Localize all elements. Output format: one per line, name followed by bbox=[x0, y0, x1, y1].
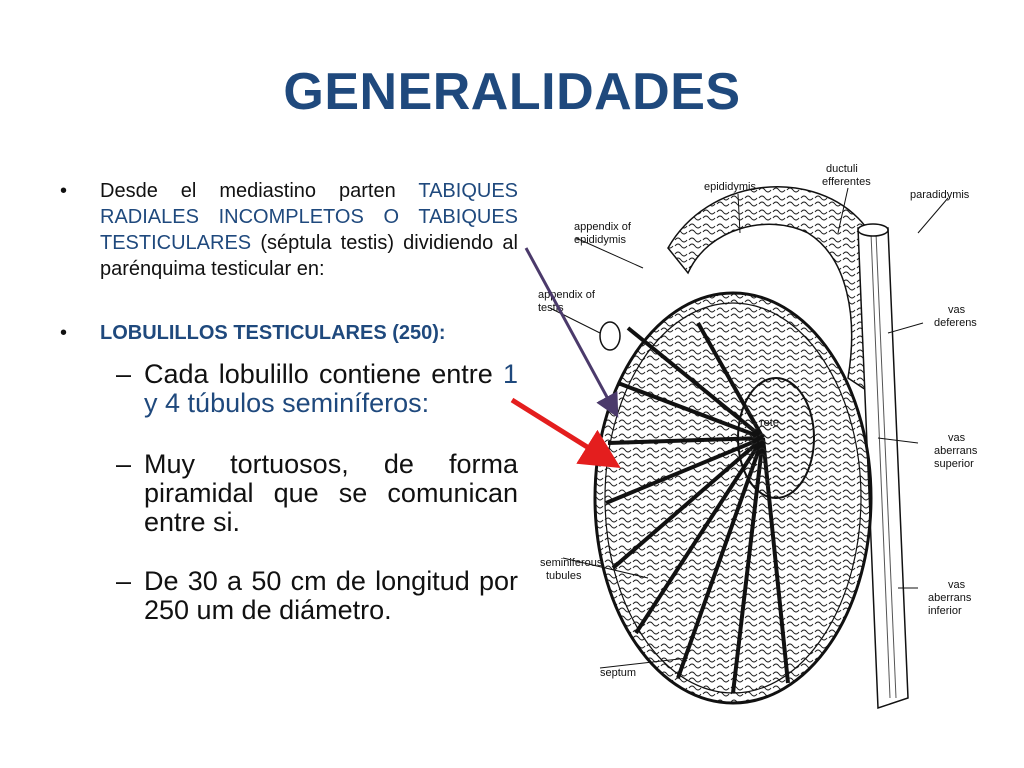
label-epididymis: epididymis bbox=[704, 181, 756, 193]
label-seminiferous-1: seminiferous bbox=[540, 557, 603, 569]
dash-marker: – bbox=[116, 449, 132, 479]
bullet-septa-text-2: (séptula testis) dividiendo al parénquim… bbox=[100, 232, 518, 280]
sub-bullet-length: – De 30 a 50 cm de longitud por 250 um d… bbox=[58, 567, 518, 625]
label-vas-deferens-2: deferens bbox=[934, 317, 977, 329]
sub-bullet-tubules-count: – Cada lobulillo contiene entre 1 y 4 tú… bbox=[58, 360, 518, 418]
bullet-septa-highlight: TABIQUES RADIALES INCOMPLETOS O TABIQUES… bbox=[100, 180, 518, 254]
label-vas-aberrans-inf-1: vas bbox=[948, 579, 966, 591]
label-vas-aberrans-sup-3: superior bbox=[934, 458, 974, 470]
dash-marker: – bbox=[116, 359, 132, 389]
text-column: • Desde el mediastino parten TABIQUES RA… bbox=[58, 178, 518, 647]
sub2-text: Muy tortuosos, de forma piramidal que se… bbox=[144, 449, 518, 537]
sub1-mid: y bbox=[144, 388, 166, 418]
label-appendix-testis-1: appendix of bbox=[538, 289, 596, 301]
sub1-post: túbulos seminíferos: bbox=[180, 388, 430, 418]
testis-body bbox=[593, 291, 873, 705]
label-appendix-epi-2: epididymis bbox=[574, 234, 626, 246]
slide-title: GENERALIDADES bbox=[283, 63, 741, 121]
red-arrow bbox=[510, 397, 621, 468]
rete-testis bbox=[737, 377, 815, 499]
label-appendix-epi-1: appendix of bbox=[574, 221, 632, 233]
label-vas-aberrans-inf-2: aberrans bbox=[928, 592, 972, 604]
purple-arrow bbox=[524, 247, 619, 418]
label-vas-aberrans-sup-2: aberrans bbox=[934, 445, 978, 457]
label-seminiferous-2: tubules bbox=[546, 570, 582, 582]
label-vas-aberrans-sup-1: vas bbox=[948, 432, 966, 444]
bullet-dot: • bbox=[60, 180, 68, 202]
label-ductuli-1: ductuli bbox=[826, 163, 858, 175]
label-ductuli-2: efferentes bbox=[822, 176, 871, 188]
bullet-lobules: • LOBULILLOS TESTICULARES (250): bbox=[58, 320, 518, 346]
bullet-dot: • bbox=[60, 322, 68, 344]
sub3-text: De 30 a 50 cm de longitud por 250 um de … bbox=[144, 566, 518, 625]
bullet-septa-text-1: Desde el mediastino parten bbox=[100, 180, 419, 202]
dash-marker: – bbox=[116, 566, 132, 596]
vas-deferens-opening bbox=[857, 223, 889, 237]
testis-anatomy-diagram: epididymis ductuli efferentes paradidymi… bbox=[510, 163, 978, 710]
label-septum: septum bbox=[600, 667, 636, 679]
label-rete: rete bbox=[760, 417, 779, 429]
label-vas-deferens-1: vas bbox=[948, 304, 966, 316]
sub1-n1: 1 bbox=[502, 359, 518, 389]
sub1-n2: 4 bbox=[165, 388, 181, 418]
sub-bullet-tortuous: – Muy tortuosos, de forma piramidal que … bbox=[58, 450, 518, 537]
label-paradidymis: paradidymis bbox=[910, 189, 970, 201]
bullet-septa: • Desde el mediastino parten TABIQUES RA… bbox=[58, 178, 518, 282]
bullet-lobules-label: LOBULILLOS TESTICULARES (250): bbox=[100, 322, 446, 344]
appendix-testis bbox=[599, 321, 621, 351]
sub1-pre: Cada lobulillo contiene entre bbox=[144, 359, 503, 389]
label-vas-aberrans-inf-3: inferior bbox=[928, 605, 962, 617]
